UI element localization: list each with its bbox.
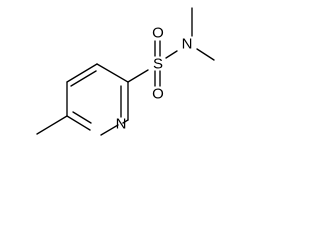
bond-c3-c4-inner: [70, 70, 97, 87]
chemical-structure-diagram: N S O O N: [36, 7, 215, 136]
bond-c6-n1: [100, 124, 119, 136]
bond-c3-c4: [66, 63, 98, 83]
bond-n-methyl-right: [196, 48, 215, 61]
pyridine-ring: [66, 63, 129, 136]
bond-c5-c6-inner: [72, 111, 92, 124]
atom-label-amide-nitrogen: N: [182, 36, 193, 53]
sulfonyl-group: [154, 40, 178, 87]
bond-c5-c6: [66, 115, 91, 131]
atom-label-oxygen-top: O: [152, 25, 164, 42]
bond-s-n: [165, 50, 178, 59]
atom-label-sulfur: S: [153, 56, 163, 73]
bond-c2-c3: [96, 63, 129, 83]
dimethylamino-group: [191, 7, 215, 61]
bond-n1-c2: [122, 119, 129, 124]
bond-c2-s: [127, 69, 149, 83]
bond-methyl: [36, 115, 68, 135]
atom-label-oxygen-bottom: O: [152, 86, 164, 103]
atom-label-ring-nitrogen: N: [116, 116, 127, 133]
